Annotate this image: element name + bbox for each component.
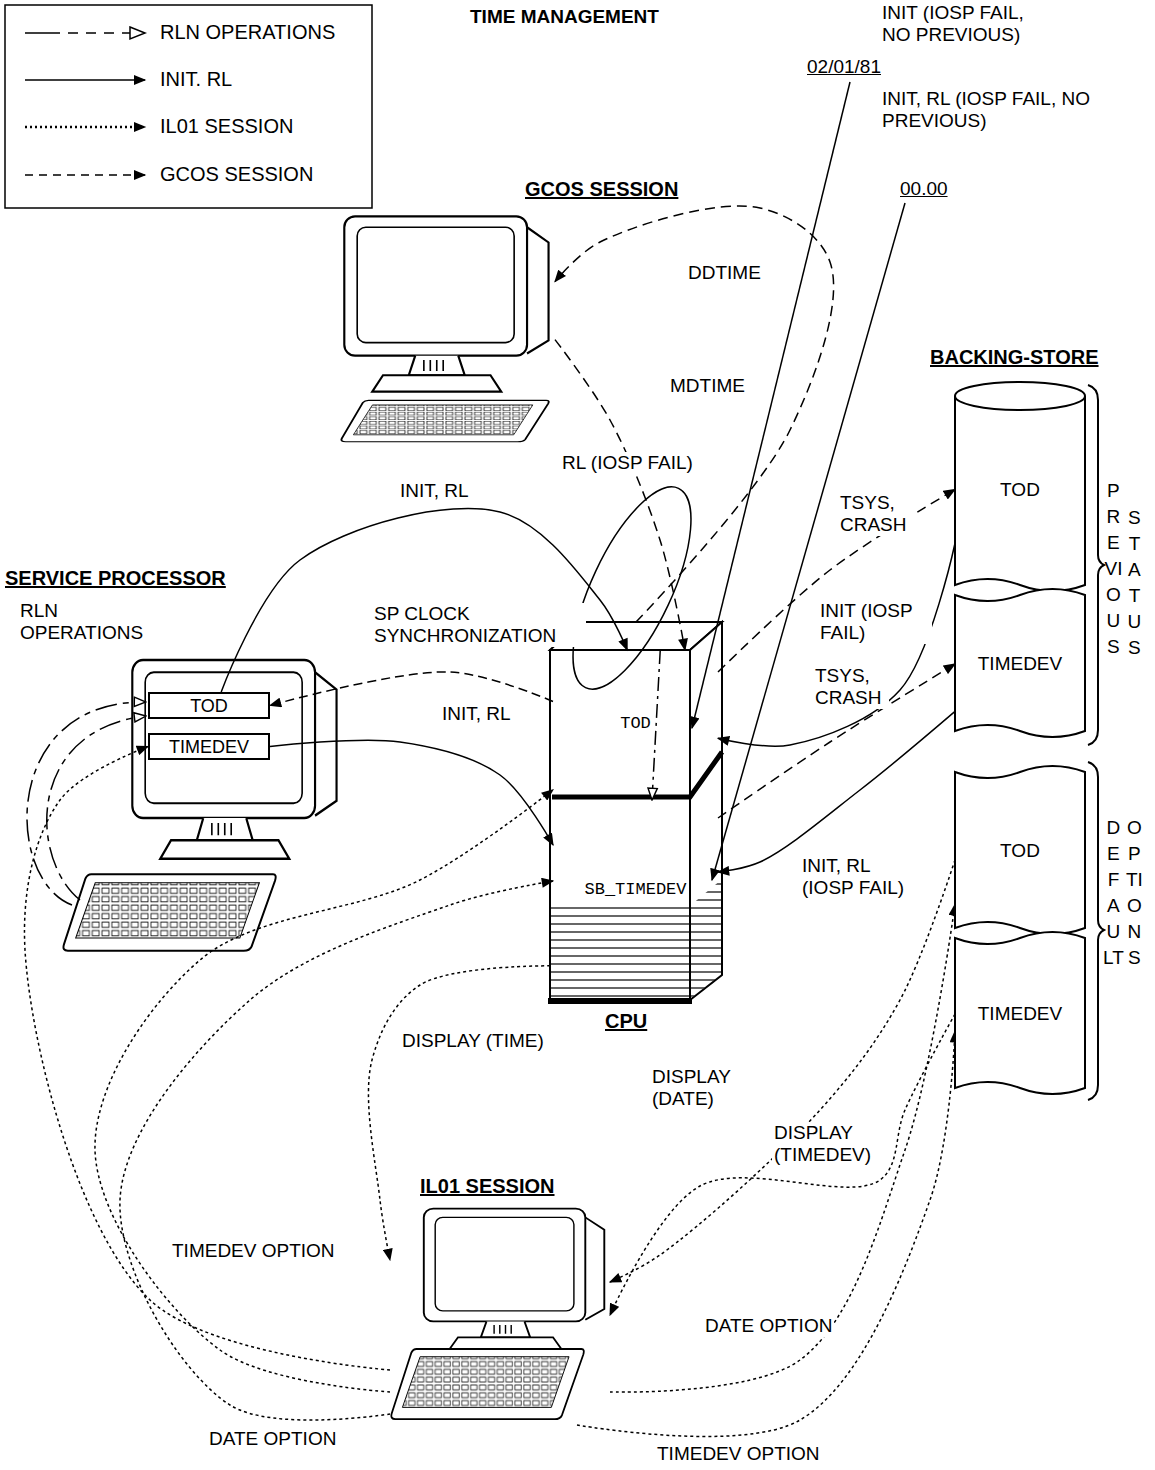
node-heading: IL01 SESSION	[420, 1175, 555, 1197]
connector	[120, 881, 553, 1420]
node-label: TIMEDEV	[169, 736, 249, 758]
store-file: TOD	[955, 762, 1085, 940]
store-brackets	[1088, 385, 1104, 1100]
legend-box	[5, 5, 372, 208]
edge-label: TIMEDEV OPTION	[170, 1240, 337, 1262]
note-label: INIT (IOSP FAIL, NO PREVIOUS)	[880, 2, 1054, 46]
legend-label: INIT. RL	[160, 68, 232, 90]
edge-label: INIT, RL (IOSP FAIL)	[800, 855, 914, 899]
connector	[610, 904, 955, 1392]
connector	[270, 672, 553, 706]
bracket-label: STATUS	[1124, 505, 1145, 661]
register-box: TIMEDEV	[148, 733, 270, 760]
edge-label: INIT (IOSP FAIL)	[818, 600, 932, 644]
edge-label: DISPLAY (TIME)	[400, 1030, 546, 1052]
node-label: TIMEDEV	[978, 653, 1062, 675]
il01-terminal	[391, 1209, 604, 1420]
edge-label: MDTIME	[668, 375, 747, 397]
connector	[270, 740, 553, 845]
connector	[24, 747, 390, 1371]
node-label: TOD	[1000, 479, 1040, 501]
cpu-region: SB_TIMEDEV	[553, 800, 718, 980]
connector	[95, 790, 553, 1392]
node-label: SB_TIMEDEV	[584, 879, 686, 901]
legend-samples	[25, 27, 145, 175]
edge-label: DISPLAY (TIMEDEV)	[772, 1122, 876, 1166]
bracket-label: OPTIONS	[1124, 815, 1145, 971]
operations-label: RLN OPERATIONS	[18, 600, 147, 644]
value-label: 00.00	[898, 178, 950, 200]
section-heading: BACKING-STORE	[930, 346, 1099, 368]
node-label: TOD	[1000, 840, 1040, 862]
connector	[652, 650, 660, 800]
leader-lines	[692, 82, 905, 880]
store-file: TIMEDEV	[955, 585, 1085, 743]
legend-label: IL01 SESSION	[160, 115, 293, 137]
loop-label: RL (IOSP FAIL)	[560, 452, 695, 474]
connector	[221, 509, 627, 692]
cpu-cabinet: TODSB_TIMEDEVCPU	[550, 622, 722, 1004]
connector	[718, 711, 955, 872]
terminal: IL01 SESSION	[390, 1205, 610, 1425]
cpu-cabinet	[548, 622, 722, 1004]
edge-label: SP CLOCK SYNCHRONIZATION	[372, 603, 586, 647]
node-heading: GCOS SESSION	[525, 178, 678, 200]
edge-label: TSYS, CRASH	[838, 492, 914, 536]
terminal: GCOS SESSION	[340, 212, 555, 444]
node-label: TOD	[620, 713, 651, 735]
value-label: 02/01/81	[805, 56, 883, 78]
edge-label: DATE OPTION	[703, 1315, 834, 1337]
rln-loops	[27, 702, 146, 905]
legend-label: GCOS SESSION	[160, 163, 313, 185]
edge-label: TIMEDEV OPTION	[655, 1443, 822, 1465]
edge-label: DDTIME	[686, 262, 763, 284]
legend-label: RLN OPERATIONS	[160, 21, 335, 43]
rl-loop	[549, 471, 714, 704]
connector	[610, 860, 955, 1282]
edge-label: INIT, RL	[398, 480, 471, 502]
node-heading: SERVICE PROCESSOR	[5, 567, 226, 589]
edge-label: DATE OPTION	[207, 1428, 338, 1450]
node-label: TIMEDEV	[978, 1003, 1062, 1025]
connector	[577, 1031, 955, 1436]
node-heading: CPU	[605, 1010, 647, 1032]
node-label: TOD	[190, 695, 228, 717]
connector	[555, 206, 834, 622]
bracket-label: PREVIOUS	[1103, 478, 1124, 660]
store-file: TIMEDEV	[955, 928, 1085, 1100]
diagram-title: TIME MANAGEMENT	[470, 6, 659, 28]
cpu-region: TOD	[553, 650, 718, 797]
connector	[718, 543, 955, 746]
bracket-label: DEFAULT	[1103, 815, 1124, 971]
edge-label: TSYS, CRASH	[813, 665, 889, 709]
edge-label: INIT, RL	[440, 703, 513, 725]
terminal: TODTIMEDEVSERVICE PROCESSOR	[62, 655, 343, 955]
connector	[368, 966, 550, 1260]
gcos-terminal	[341, 216, 548, 441]
note-label: INIT, RL (IOSP FAIL, NO PREVIOUS)	[880, 88, 1099, 132]
edge-label: DISPLAY (DATE)	[650, 1066, 744, 1110]
store-file: TOD	[955, 382, 1085, 597]
register-box: TOD	[148, 692, 270, 719]
service-processor-terminal	[63, 660, 336, 951]
connector	[718, 490, 955, 673]
